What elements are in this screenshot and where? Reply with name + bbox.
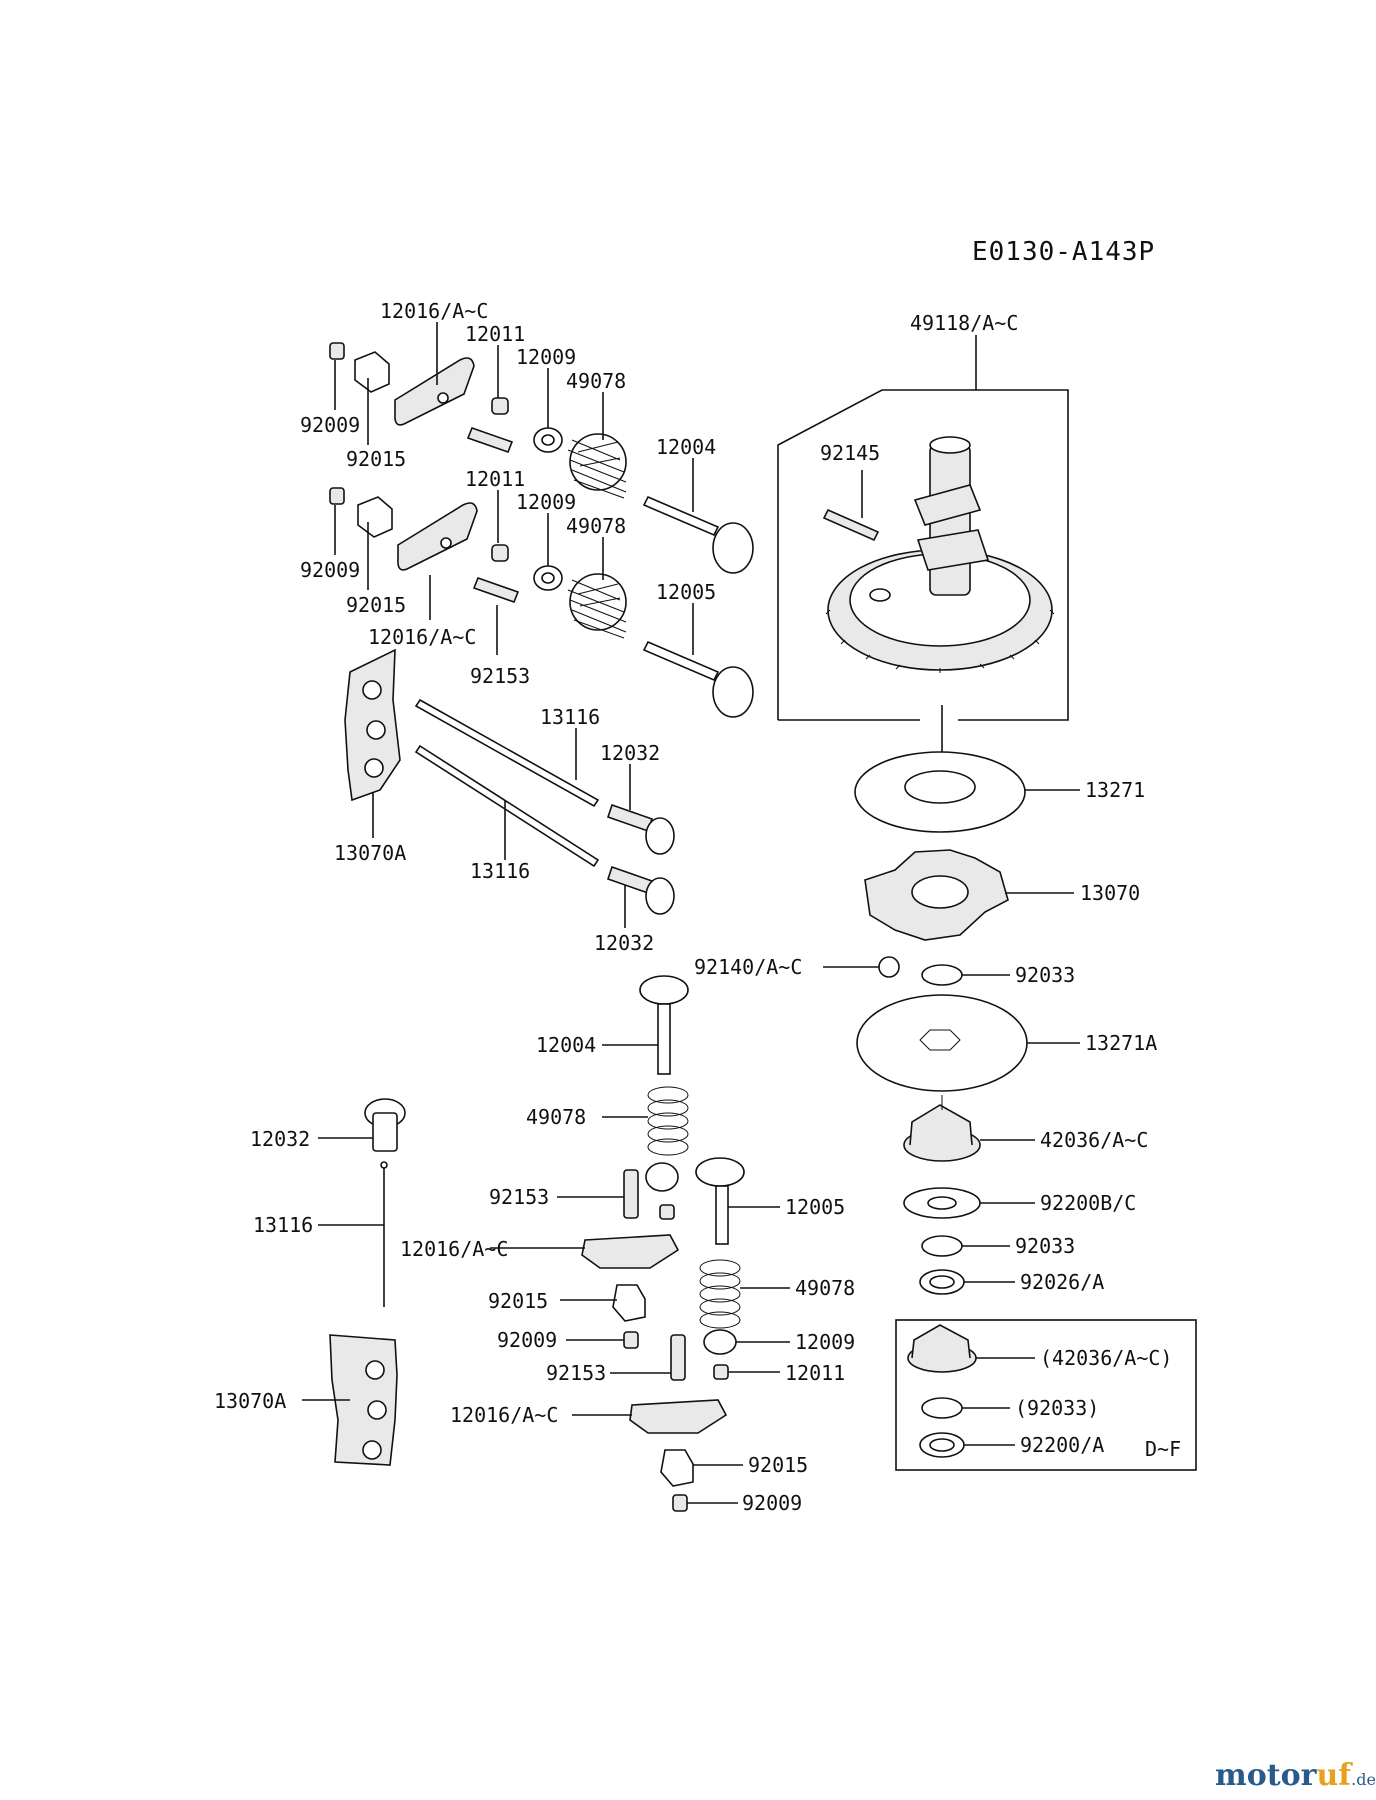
watermark-part3: .de [1351, 1770, 1376, 1789]
label-12032-second: 12032 [594, 931, 654, 955]
label-92009-lower: 92009 [497, 1328, 557, 1352]
dtof-parts [907, 1324, 977, 1458]
label-13116-upper: 13116 [540, 705, 600, 729]
camshaft-box [777, 389, 1069, 721]
label-92153-upper: 92153 [470, 664, 530, 688]
clip-92033-2 [921, 1235, 963, 1257]
label-13070a-lower: 13070A [214, 1389, 286, 1413]
label-92033-b: 92033 [1015, 1234, 1075, 1258]
label-92145: 92145 [820, 441, 880, 465]
label-12032-lower: 12032 [250, 1127, 310, 1151]
label-12009-lower: 12009 [795, 1330, 855, 1354]
label-12005-lower: 12005 [785, 1195, 845, 1219]
lower-rocker-2 [629, 1399, 728, 1434]
upper-pushrods [414, 698, 675, 915]
camshaft [822, 436, 1055, 673]
lower-tappet [364, 1098, 406, 1307]
label-13070a-upper: 13070A [334, 841, 406, 865]
label-13271a: 13271A [1085, 1031, 1157, 1055]
label-12016-lower-2: 12016/A~C [450, 1403, 558, 1427]
label-42036-paren: (42036/A~C) [1040, 1346, 1172, 1370]
label-92033-a: 92033 [1015, 963, 1075, 987]
label-92033-paren: (92033) [1015, 1396, 1099, 1420]
label-12011-upper: 12011 [465, 322, 525, 346]
label-12009-second: 12009 [516, 490, 576, 514]
label-92200bc: 92200B/C [1040, 1191, 1136, 1215]
label-12016-lower: 12016/A~C [400, 1237, 508, 1261]
ball-92140 [878, 956, 900, 978]
shim-13271 [854, 751, 1026, 833]
lower-nut-2 [660, 1449, 694, 1487]
label-12011-second: 12011 [465, 467, 525, 491]
lower-retainer [645, 1162, 679, 1192]
label-12016-second: 12016/A~C [368, 625, 476, 649]
clip-92033 [921, 964, 963, 986]
label-13116-lower: 13116 [253, 1213, 313, 1237]
watermark-logo: motoruf.de [1215, 1758, 1376, 1793]
label-92153-lower: 92153 [489, 1185, 549, 1209]
label-49118: 49118/A~C [910, 311, 1018, 335]
label-49078-upper: 49078 [566, 369, 626, 393]
label-49078-second: 49078 [566, 514, 626, 538]
label-92153-lower-2: 92153 [546, 1361, 606, 1385]
watermark-part2: uf [1316, 1758, 1353, 1793]
label-92015-lower-2: 92015 [748, 1453, 808, 1477]
label-92026a: 92026/A [1020, 1270, 1104, 1294]
label-92200a: 92200/A [1020, 1433, 1104, 1457]
label-92015-second: 92015 [346, 593, 406, 617]
lower-stud-2 [670, 1334, 686, 1381]
label-49078-lower-2: 49078 [795, 1276, 855, 1300]
lower-spring-1 [647, 1086, 689, 1156]
lower-rocker-1 [581, 1234, 680, 1269]
label-12032-upper: 12032 [600, 741, 660, 765]
label-12016-upper: 12016/A~C [380, 299, 488, 323]
holder-42036 [903, 1095, 981, 1162]
label-92140: 92140/A~C [694, 955, 802, 979]
label-12004-upper: 12004 [656, 435, 716, 459]
lower-spring-2 [699, 1259, 741, 1329]
lower-valve-12005 [695, 1157, 745, 1245]
cup-13271a [856, 994, 1028, 1092]
part-labels: 12016/A~C 12011 12009 49078 92009 92015 … [214, 299, 1181, 1515]
label-92015-upper: 92015 [346, 447, 406, 471]
diagram-code: E0130-A143P [972, 237, 1155, 267]
label-92009-upper: 92009 [300, 413, 360, 437]
label-92015-lower: 92015 [488, 1289, 548, 1313]
watermark-part1: motor [1215, 1758, 1318, 1793]
label-12005-upper: 12005 [656, 580, 716, 604]
label-42036: 42036/A~C [1040, 1128, 1148, 1152]
label-12004-lower: 12004 [536, 1033, 596, 1057]
svg-text:motoruf.de: motoruf.de [1215, 1758, 1376, 1793]
lower-nut-1 [612, 1284, 646, 1322]
plate-holes-lower [362, 1360, 387, 1460]
label-13116-second: 13116 [470, 859, 530, 883]
label-49078-lower: 49078 [526, 1105, 586, 1129]
upper-rocker-assembly [329, 342, 754, 718]
plate-holes-upper [362, 680, 386, 778]
label-92009-lower-2: 92009 [742, 1491, 802, 1515]
label-13070: 13070 [1080, 881, 1140, 905]
label-92009-second: 92009 [300, 558, 360, 582]
leader-lines [302, 322, 1080, 1504]
label-12011-lower: 12011 [785, 1361, 845, 1385]
label-12009-upper: 12009 [516, 345, 576, 369]
label-13271: 13271 [1085, 778, 1145, 802]
lower-stud-1 [623, 1169, 639, 1219]
label-dtof: D~F [1145, 1437, 1181, 1461]
dtof-box [895, 1319, 1197, 1471]
lower-valve-12004 [639, 975, 689, 1075]
